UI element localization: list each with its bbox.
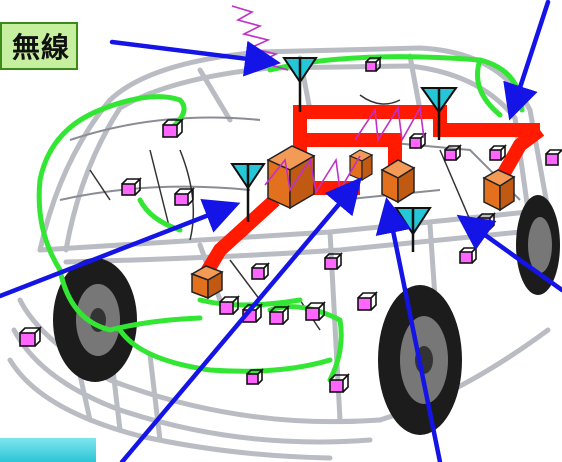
sensor-node-icon: [444, 144, 462, 161]
sensor-node-icon: [324, 252, 343, 270]
sensor-node-icon: [174, 187, 195, 206]
sensor-node-icon: [162, 118, 184, 138]
sensor-node-icon: [365, 56, 382, 72]
sensor-nodes: [19, 56, 562, 393]
wheel-icon: [516, 195, 560, 295]
sensor-node-icon: [459, 246, 478, 264]
arrow-to-right-node: [456, 214, 562, 293]
ecu-box-icon: [380, 159, 416, 204]
sensor-node-icon: [357, 291, 378, 311]
sensor-node-icon: [121, 177, 142, 196]
sensor-node-icon: [251, 262, 270, 280]
ecu-box-icon: [348, 149, 374, 182]
arrow-to-top-antenna: [109, 39, 281, 77]
wiring-clutter: [89, 94, 471, 331]
arrow-to-right-ecu: [375, 197, 443, 462]
sensor-node-icon: [219, 295, 240, 315]
ecu-box-icon: [190, 265, 224, 300]
arrow-to-left-antenna: [0, 198, 241, 299]
antenna-icon: [420, 87, 458, 140]
wheel-icon: [53, 258, 137, 382]
antenna-icon: [230, 163, 266, 222]
arrow-to-top-right: [503, 0, 551, 121]
wireless-label: 無線: [0, 22, 78, 70]
arrow-to-center-ecu: [119, 177, 362, 462]
wireless-label-text: 無線: [11, 31, 70, 64]
sensor-node-icon: [329, 373, 350, 393]
sensor-node-icon: [269, 305, 290, 325]
caption-tab: [0, 438, 96, 462]
ecu-box-icon: [266, 145, 316, 210]
antenna-icon: [282, 57, 318, 112]
sensor-node-icon: [246, 368, 264, 385]
car-frame: [7, 45, 551, 461]
ecu-box-icon: [482, 169, 516, 212]
sensor-node-icon: [19, 326, 42, 347]
sensor-node-icon: [305, 301, 326, 321]
sensor-node-icon: [489, 144, 507, 161]
sensor-node-icon: [545, 149, 562, 166]
sensor-node-icon: [409, 132, 427, 149]
